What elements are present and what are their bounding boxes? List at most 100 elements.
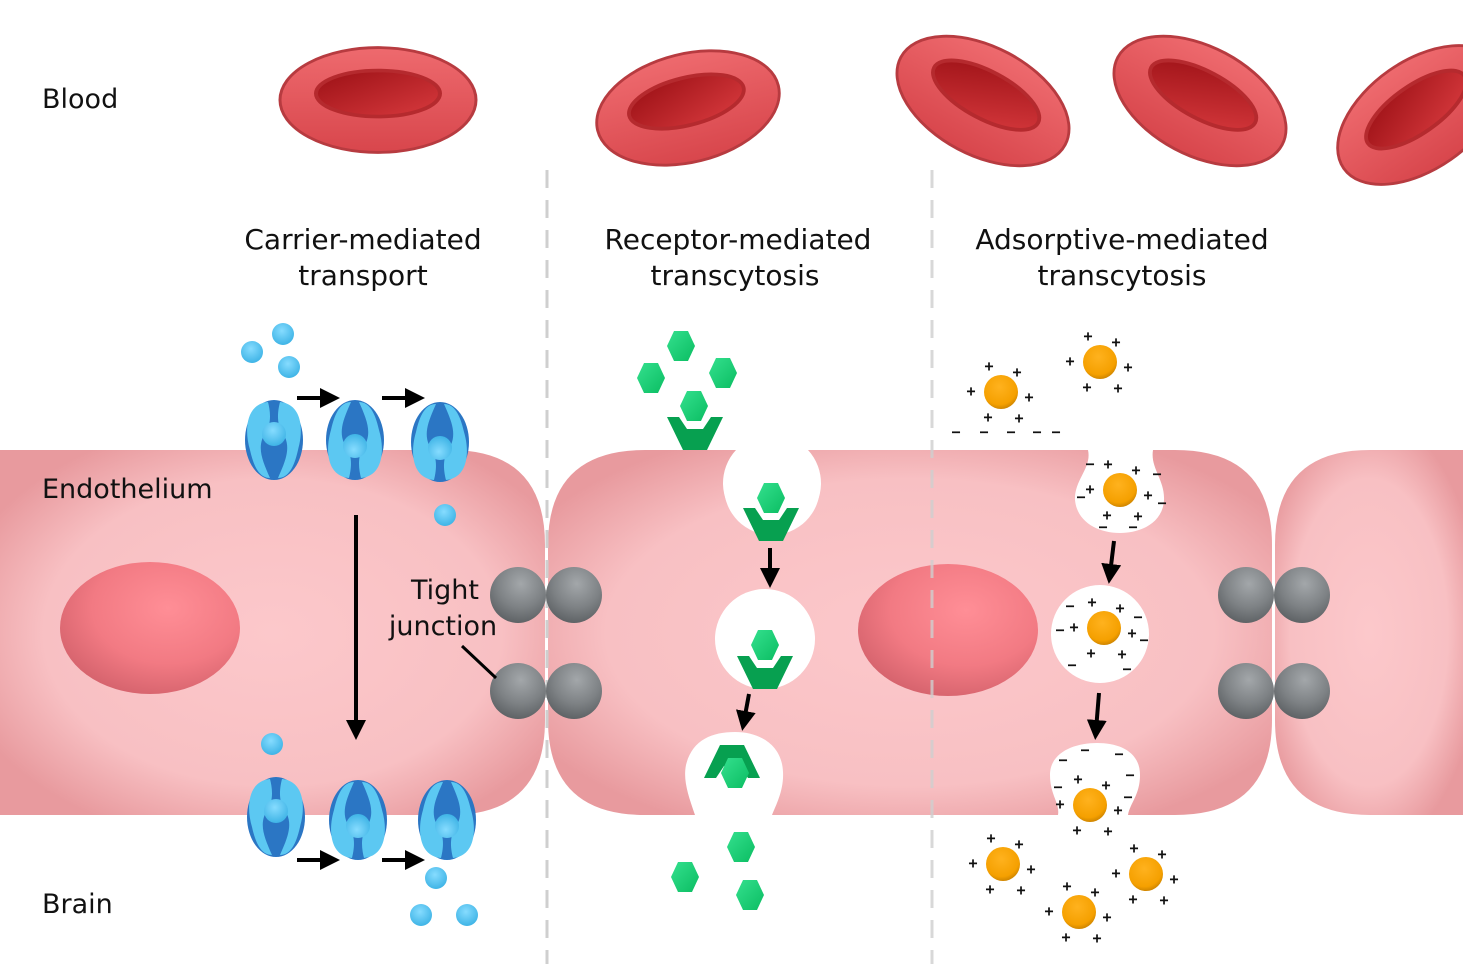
ligand-hexagon	[736, 880, 764, 910]
negative-charge: −	[1080, 741, 1089, 759]
transporter-protein	[245, 400, 303, 480]
cationic-molecule	[1103, 473, 1137, 507]
solute-molecule	[456, 904, 478, 926]
tight-junction-protein	[1218, 663, 1274, 719]
tight-junction-protein	[1274, 663, 1330, 719]
positive-charge: +	[1102, 908, 1111, 926]
tight-junction-label-line2: junction	[388, 611, 497, 642]
positive-charge: +	[1103, 822, 1112, 840]
ligand-hexagon	[727, 832, 755, 862]
transporter-protein	[411, 402, 469, 482]
pathway-title-adsorptive-line1: Adsorptive-mediated	[975, 223, 1268, 256]
tight-junction-protein	[1218, 567, 1274, 623]
positive-charge: +	[986, 829, 995, 847]
tight-junction-pointer	[460, 644, 498, 680]
endothelial-cell-1	[0, 450, 545, 815]
positive-charge: +	[1026, 860, 1035, 878]
tight-junction-label-line1: Tight	[410, 575, 479, 606]
negative-charge: −	[1122, 660, 1131, 678]
positive-charge: +	[1062, 877, 1071, 895]
tight-junction-protein	[1274, 567, 1330, 623]
cationic-molecule	[986, 847, 1020, 881]
receptor	[667, 417, 723, 450]
positive-charge: +	[1085, 480, 1094, 498]
arrow-icon	[1101, 540, 1122, 584]
red-blood-cell	[582, 31, 794, 185]
positive-charge: +	[1143, 486, 1152, 504]
positive-charge: +	[984, 357, 993, 375]
positive-charge: +	[1090, 883, 1099, 901]
positive-charge: +	[1072, 821, 1081, 839]
positive-charge: +	[1014, 835, 1023, 853]
tight-junction-protein	[546, 663, 602, 719]
negative-charge: −	[1053, 778, 1062, 796]
cationic-molecule	[1073, 788, 1107, 822]
negative-charge: −	[1157, 494, 1166, 512]
solute-molecule	[272, 323, 294, 345]
negative-charge: −	[1006, 423, 1015, 441]
region-label-brain: Brain	[42, 889, 113, 920]
positive-charge: +	[1113, 801, 1122, 819]
endothelial-cell-3	[1275, 450, 1463, 815]
positive-charge: +	[966, 382, 975, 400]
solute-molecule	[425, 867, 447, 889]
tight-junctions	[490, 567, 1330, 719]
negative-charge: −	[1125, 766, 1134, 784]
positive-charge: +	[968, 854, 977, 872]
red-blood-cell	[1310, 15, 1463, 215]
cationic-molecule	[1129, 857, 1163, 891]
pathway-title-carrier-line2: transport	[298, 259, 427, 292]
positive-charge: +	[1115, 599, 1124, 617]
region-label-blood: Blood	[42, 84, 118, 115]
arrow-icon	[1086, 692, 1107, 740]
pathway-title-carrier-line1: Carrier-mediated	[244, 223, 481, 256]
positive-charge: +	[1082, 378, 1091, 396]
cationic-molecule	[1087, 611, 1121, 645]
positive-charge: +	[1111, 864, 1120, 882]
negative-charge: −	[951, 423, 960, 441]
red-blood-cell	[278, 45, 478, 155]
positive-charge: +	[1101, 776, 1110, 794]
positive-charge: +	[983, 408, 992, 426]
positive-charge: +	[1014, 409, 1023, 427]
positive-charge: +	[985, 880, 994, 898]
cationic-molecule	[1062, 895, 1096, 929]
positive-charge: +	[1069, 618, 1078, 636]
positive-charge: +	[1055, 795, 1064, 813]
positive-charge: +	[1169, 870, 1178, 888]
positive-charge: +	[1159, 891, 1168, 909]
ligand-hexagon	[680, 391, 708, 421]
positive-charge: +	[1016, 881, 1025, 899]
red-blood-cell	[1090, 7, 1310, 195]
negative-charge: −	[1055, 621, 1064, 639]
positive-charge: +	[1065, 352, 1074, 370]
transporter-protein	[247, 777, 305, 857]
solute-molecule	[241, 341, 263, 363]
region-label-endothelium: Endothelium	[42, 474, 213, 505]
positive-charge: +	[1061, 928, 1070, 946]
carrier-mediated-pathway	[241, 323, 478, 926]
positive-charge: +	[1083, 327, 1092, 345]
positive-charge: +	[1133, 507, 1142, 525]
tight-junction-protein	[490, 663, 546, 719]
negative-charge: −	[1058, 751, 1067, 769]
positive-charge: +	[1129, 839, 1138, 857]
arrow-icon	[735, 693, 756, 731]
negative-charge: −	[1051, 423, 1060, 441]
ligand-hexagon	[637, 363, 665, 393]
solute-molecule	[278, 356, 300, 378]
negative-charge: −	[1128, 518, 1137, 536]
pathway-title-receptor-line2: transcytosis	[650, 259, 819, 292]
positive-charge: +	[1128, 890, 1137, 908]
nucleus	[60, 562, 240, 694]
negative-charge: −	[1065, 597, 1074, 615]
positive-charge: +	[1012, 363, 1021, 381]
positive-charge: +	[1123, 358, 1132, 376]
positive-charge: +	[1086, 644, 1095, 662]
red-blood-cells	[278, 7, 1463, 215]
negative-charge: −	[1139, 631, 1148, 649]
positive-charge: +	[1087, 593, 1096, 611]
solute-molecule	[410, 904, 432, 926]
positive-charge: +	[1111, 333, 1120, 351]
